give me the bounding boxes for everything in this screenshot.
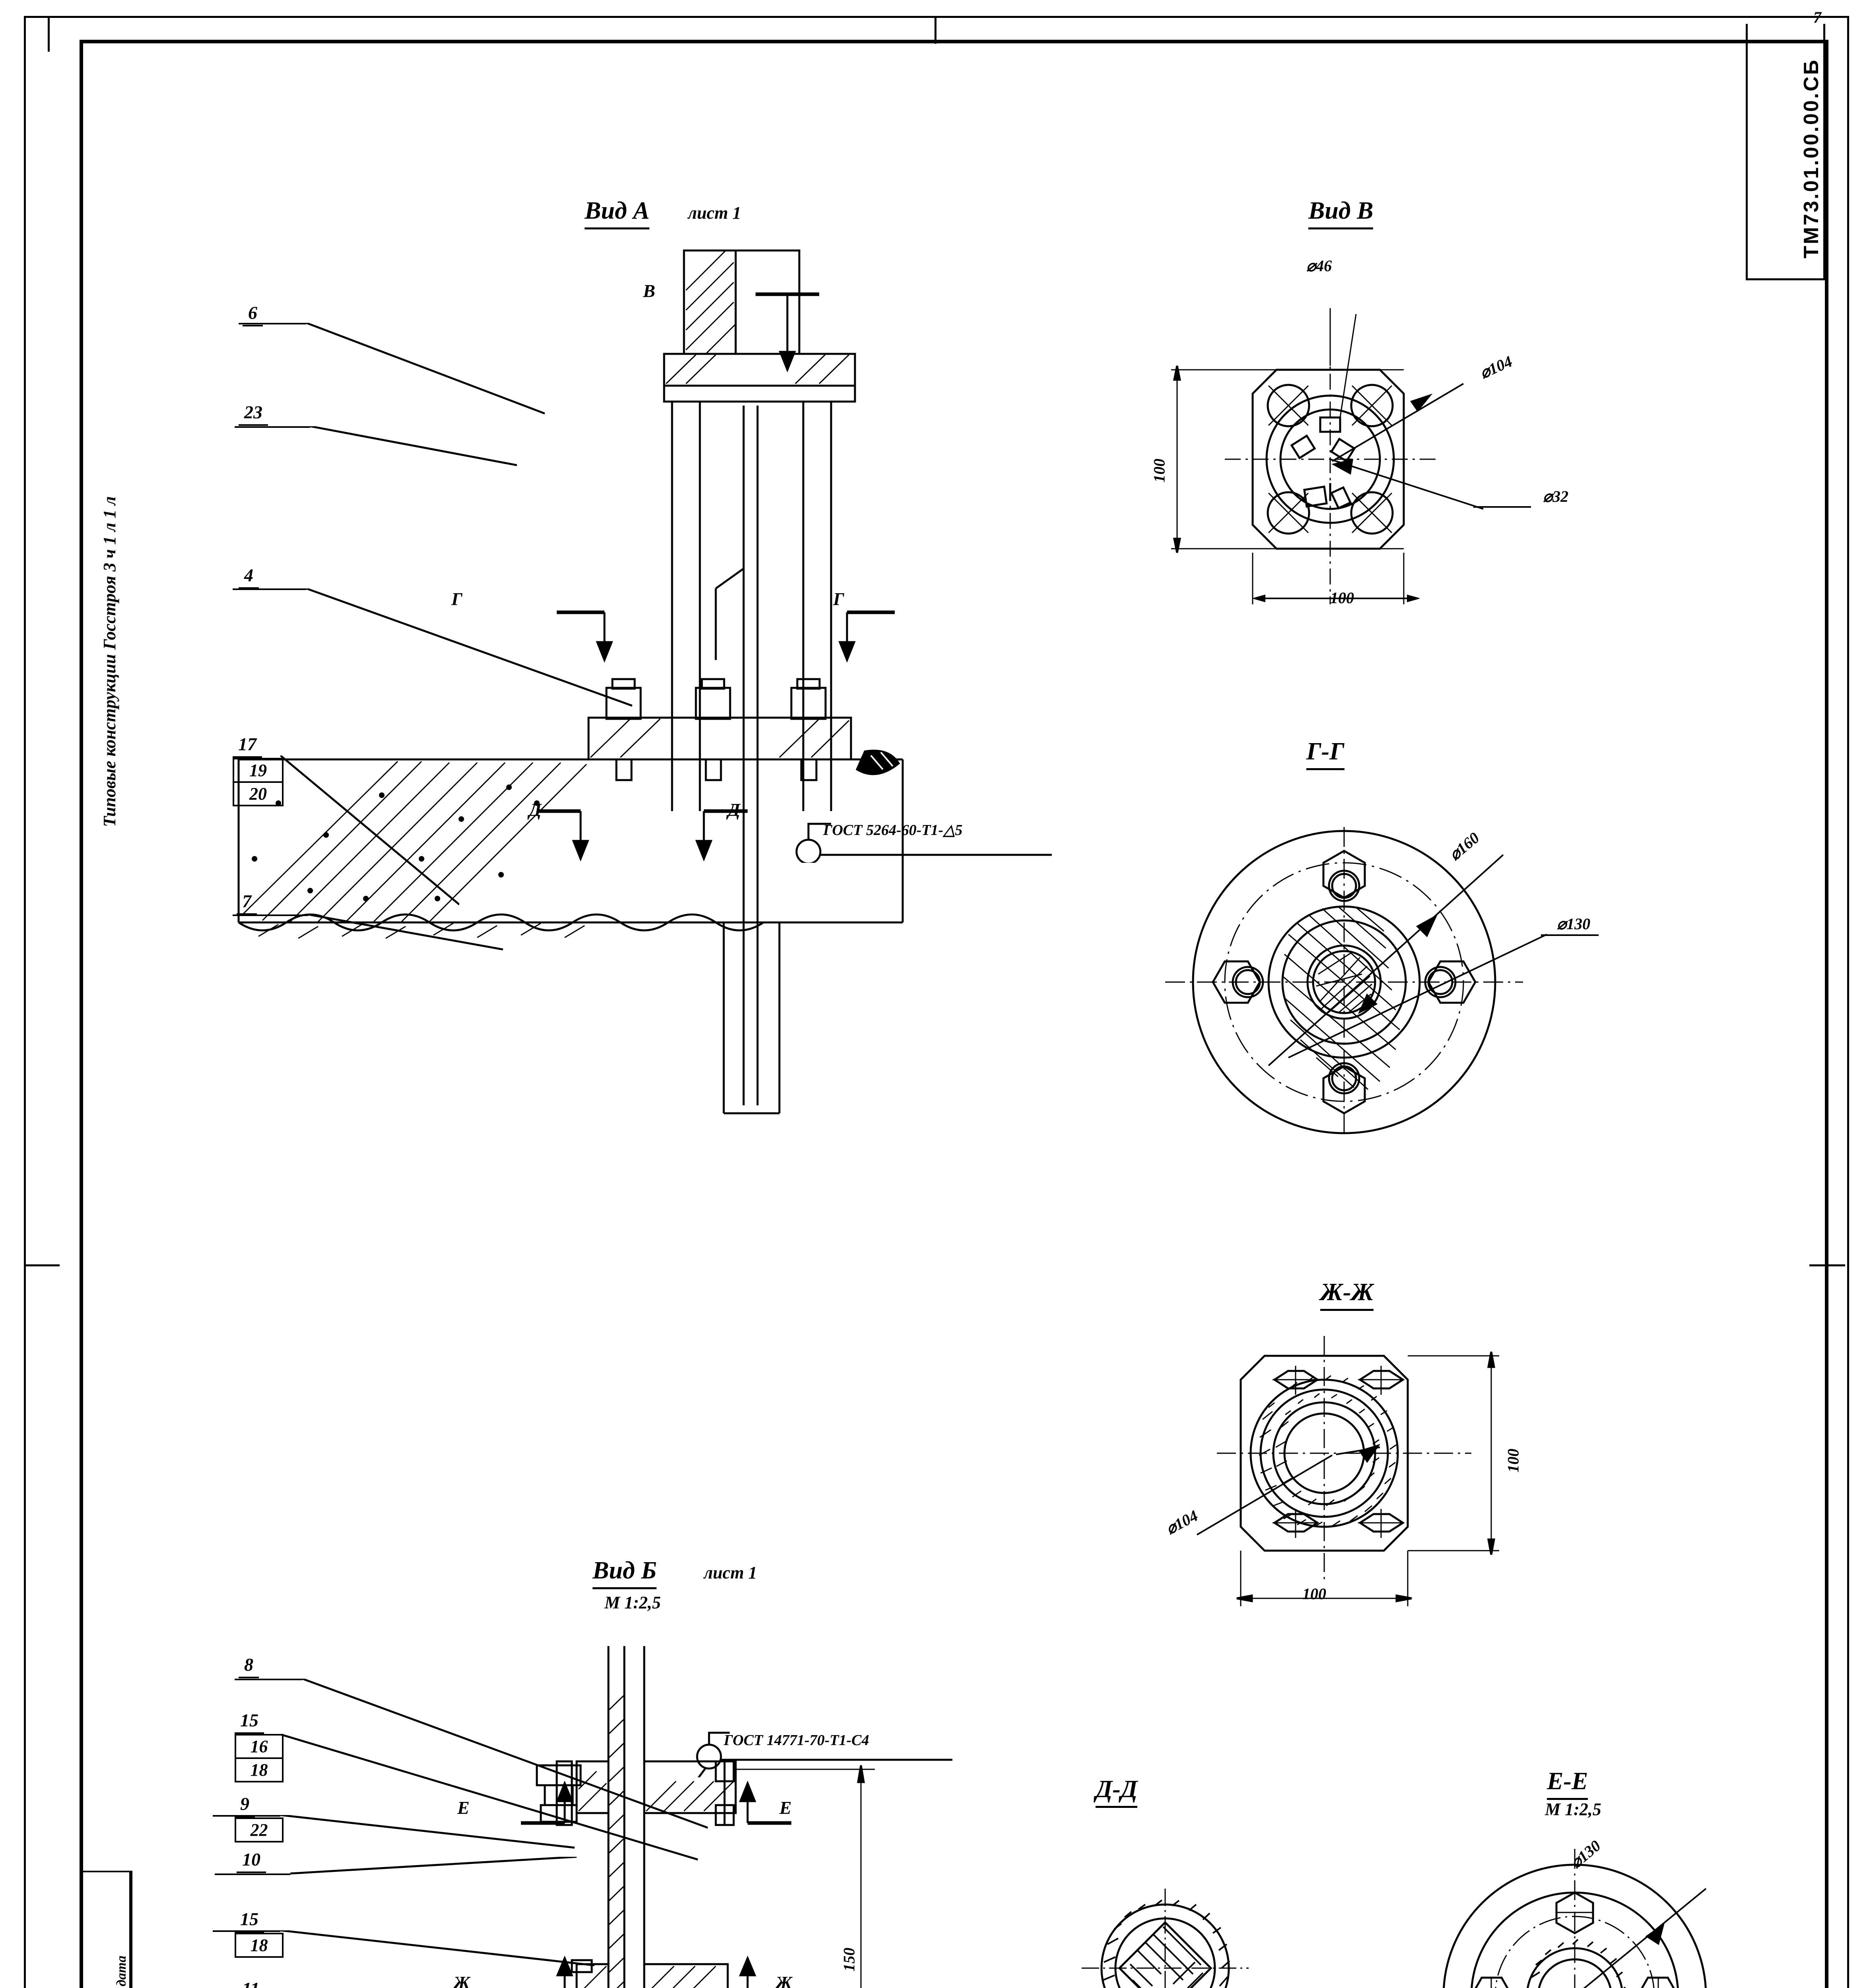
left-margin-note: Типовые конструкции Госстроя 3 ч 1 л 1 л xyxy=(100,496,119,827)
view-v-dim-d46: ⌀46 xyxy=(1306,257,1332,275)
view-a-item-17: 17 xyxy=(233,734,262,758)
section-ee-scale: М 1:2,5 xyxy=(1545,1800,1601,1819)
section-zhzh-dim-100-v: 100 xyxy=(1504,1448,1522,1473)
section-ee-drawing xyxy=(1443,1849,1707,1988)
view-b-item-15a: 15 xyxy=(235,1710,264,1734)
view-b-items-15-18: 15 18 xyxy=(235,1908,284,1958)
view-v-title: Вид В xyxy=(1308,197,1374,229)
drawing-stamp-text: ТМ73.01.00.00.СБ xyxy=(1800,58,1823,258)
view-b-item-10: 10 xyxy=(237,1849,266,1873)
view-v-drawing xyxy=(1171,308,1531,604)
leader-6 xyxy=(306,323,545,414)
leader-23 xyxy=(310,426,517,466)
view-v-dim-100-v: 100 xyxy=(1150,458,1168,483)
view-a-item-7: 7 xyxy=(237,891,257,915)
leader-15a xyxy=(280,1734,698,1862)
view-a-item-23: 23 xyxy=(239,402,268,426)
view-v-dim-d32: ⌀32 xyxy=(1543,487,1569,505)
view-b-item-9: 9 xyxy=(235,1793,255,1817)
view-b-item-22: 22 xyxy=(236,1817,282,1841)
view-b-section-mark-E1: Е xyxy=(457,1798,470,1818)
view-a-section-mark-B: В xyxy=(643,281,655,301)
section-gg-title: Г-Г xyxy=(1306,738,1344,770)
section-dd-title: Д-Д xyxy=(1096,1775,1138,1808)
leader-10 xyxy=(290,1857,577,1875)
weld-callout-b xyxy=(690,1726,968,1777)
view-b-drawing xyxy=(521,1646,875,1988)
left-block-divider xyxy=(82,1871,131,1988)
view-b-item-15b: 15 xyxy=(235,1908,264,1933)
view-b-item-8: 8 xyxy=(239,1654,259,1678)
view-b-items-15-16-18: 15 16 18 xyxy=(235,1710,284,1782)
section-zhzh-title: Ж-Ж xyxy=(1320,1278,1374,1311)
leader-7 xyxy=(308,914,503,950)
view-a-section-mark-D1: Д xyxy=(529,800,542,820)
edge-tick xyxy=(24,1264,60,1266)
view-v-dim-arrow-h xyxy=(1253,590,1420,606)
view-a-section-mark-D2: Д xyxy=(728,800,740,820)
edge-tick xyxy=(935,16,936,44)
weld-callout-a xyxy=(789,815,1060,863)
view-a-item-4: 4 xyxy=(239,565,259,589)
view-a-title: Вид А xyxy=(585,197,650,229)
section-gg-dim-d130: ⌀130 xyxy=(1557,915,1591,933)
view-a-item-19: 19 xyxy=(234,758,282,781)
view-a-section-mark-G2: Г xyxy=(833,589,844,609)
view-a-item-6: 6 xyxy=(243,302,263,326)
view-b-item-16: 16 xyxy=(236,1734,282,1757)
leader-17 xyxy=(280,755,459,907)
view-a-drawing xyxy=(237,249,904,1114)
view-b-item-18a: 18 xyxy=(236,1757,282,1781)
view-b-items-9-22: 9 22 xyxy=(235,1793,284,1842)
leader-15b xyxy=(280,1930,595,1966)
left-margin-block: Подп. и дата Взам. инв. № Инв. № дубл. П… xyxy=(82,1871,132,1988)
section-dd-drawing xyxy=(1082,1889,1249,1988)
edge-tick xyxy=(1809,1264,1845,1266)
weld-note-a: ГОСТ 5264-60-Т1-△5 xyxy=(823,822,963,839)
edge-tick xyxy=(48,16,50,52)
view-a-item-20: 20 xyxy=(234,781,282,805)
sheet-outer-frame xyxy=(24,16,1849,1988)
view-b-item-18b: 18 xyxy=(236,1933,282,1956)
drawing-stamp-box: ТМ73.01.00.00.СБ xyxy=(1746,24,1825,280)
view-b-scale: М 1:2,5 xyxy=(604,1593,661,1612)
leader-4 xyxy=(306,588,632,708)
view-b-item-11: 11 xyxy=(237,1978,265,1988)
view-b-sheet-ref: лист 1 xyxy=(704,1563,757,1582)
section-zhzh-drawing xyxy=(1196,1336,1499,1606)
leader-8 xyxy=(302,1679,708,1830)
sheet-inner-frame xyxy=(80,40,1828,1988)
view-b-dim-150: 150 xyxy=(840,1947,858,1972)
view-b-section-mark-Zh2: Ж xyxy=(775,1972,793,1988)
view-b-section-mark-Zh1: Ж xyxy=(453,1972,470,1988)
view-a-items-17-19-20: 17 19 20 xyxy=(233,734,284,806)
weld-note-b: ГОСТ 14771-70-Т1-С4 xyxy=(724,1732,869,1749)
section-gg-drawing xyxy=(1165,827,1599,1137)
view-a-section-mark-G1: Г xyxy=(451,589,462,609)
section-ee-title: Е-Е xyxy=(1547,1767,1588,1800)
view-a-sheet-ref: лист 1 xyxy=(688,203,741,223)
view-b-section-mark-E2: Е xyxy=(779,1798,792,1818)
view-b-title: Вид Б xyxy=(593,1557,657,1589)
section-zhzh-dim-100-h: 100 xyxy=(1302,1585,1326,1603)
leader-9 xyxy=(280,1815,575,1849)
